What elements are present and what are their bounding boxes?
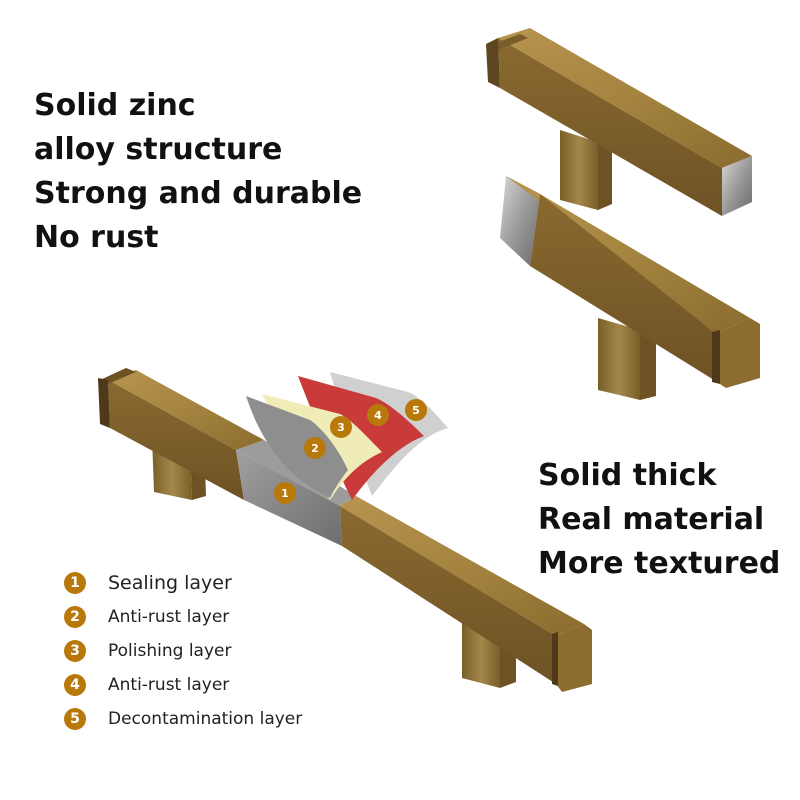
handle-lower-piece xyxy=(500,176,760,400)
headline-top: Solid zinc alloy structure Strong and du… xyxy=(34,84,362,260)
headline-top-line-4: No rust xyxy=(34,220,159,255)
legend-label: Polishing layer xyxy=(108,641,232,661)
svg-text:2: 2 xyxy=(311,442,319,455)
legend-item: 4 Anti-rust layer xyxy=(64,668,302,702)
headline-right-line-3: More textured xyxy=(538,546,781,581)
headline-right-line-1: Solid thick xyxy=(538,458,717,493)
svg-text:1: 1 xyxy=(281,487,289,500)
legend-item: 1 Sealing layer xyxy=(64,566,302,600)
layer-badge-1: 1 xyxy=(274,482,296,504)
legend-label: Anti-rust layer xyxy=(108,607,230,627)
headline-top-line-1: Solid zinc xyxy=(34,88,196,123)
legend-number-badge: 2 xyxy=(64,606,86,628)
layer-badge-2: 2 xyxy=(304,437,326,459)
headline-top-line-2: alloy structure xyxy=(34,132,283,167)
svg-text:3: 3 xyxy=(337,421,345,434)
legend-number-badge: 4 xyxy=(64,674,86,696)
legend-label: Decontamination layer xyxy=(108,709,303,729)
legend-item: 2 Anti-rust layer xyxy=(64,600,302,634)
svg-text:5: 5 xyxy=(412,404,420,417)
legend-item: 5 Decontamination layer xyxy=(64,702,302,736)
headline-top-line-3: Strong and durable xyxy=(34,176,363,211)
layer-badge-4: 4 xyxy=(367,404,389,426)
legend-label: Anti-rust layer xyxy=(108,675,230,695)
legend-number-badge: 5 xyxy=(64,708,86,730)
layer-badge-5: 5 xyxy=(405,399,427,421)
handle-upper-piece xyxy=(486,28,752,216)
legend-label: Sealing layer xyxy=(108,572,232,594)
svg-text:4: 4 xyxy=(374,409,382,422)
headline-right: Solid thick Real material More textured xyxy=(538,454,780,586)
legend-number-badge: 3 xyxy=(64,640,86,662)
layer-badge-3: 3 xyxy=(330,416,352,438)
headline-right-line-2: Real material xyxy=(538,502,765,537)
layer-legend: 1 Sealing layer 2 Anti-rust layer 3 Poli… xyxy=(64,566,302,736)
legend-item: 3 Polishing layer xyxy=(64,634,302,668)
legend-number-badge: 1 xyxy=(64,572,86,594)
